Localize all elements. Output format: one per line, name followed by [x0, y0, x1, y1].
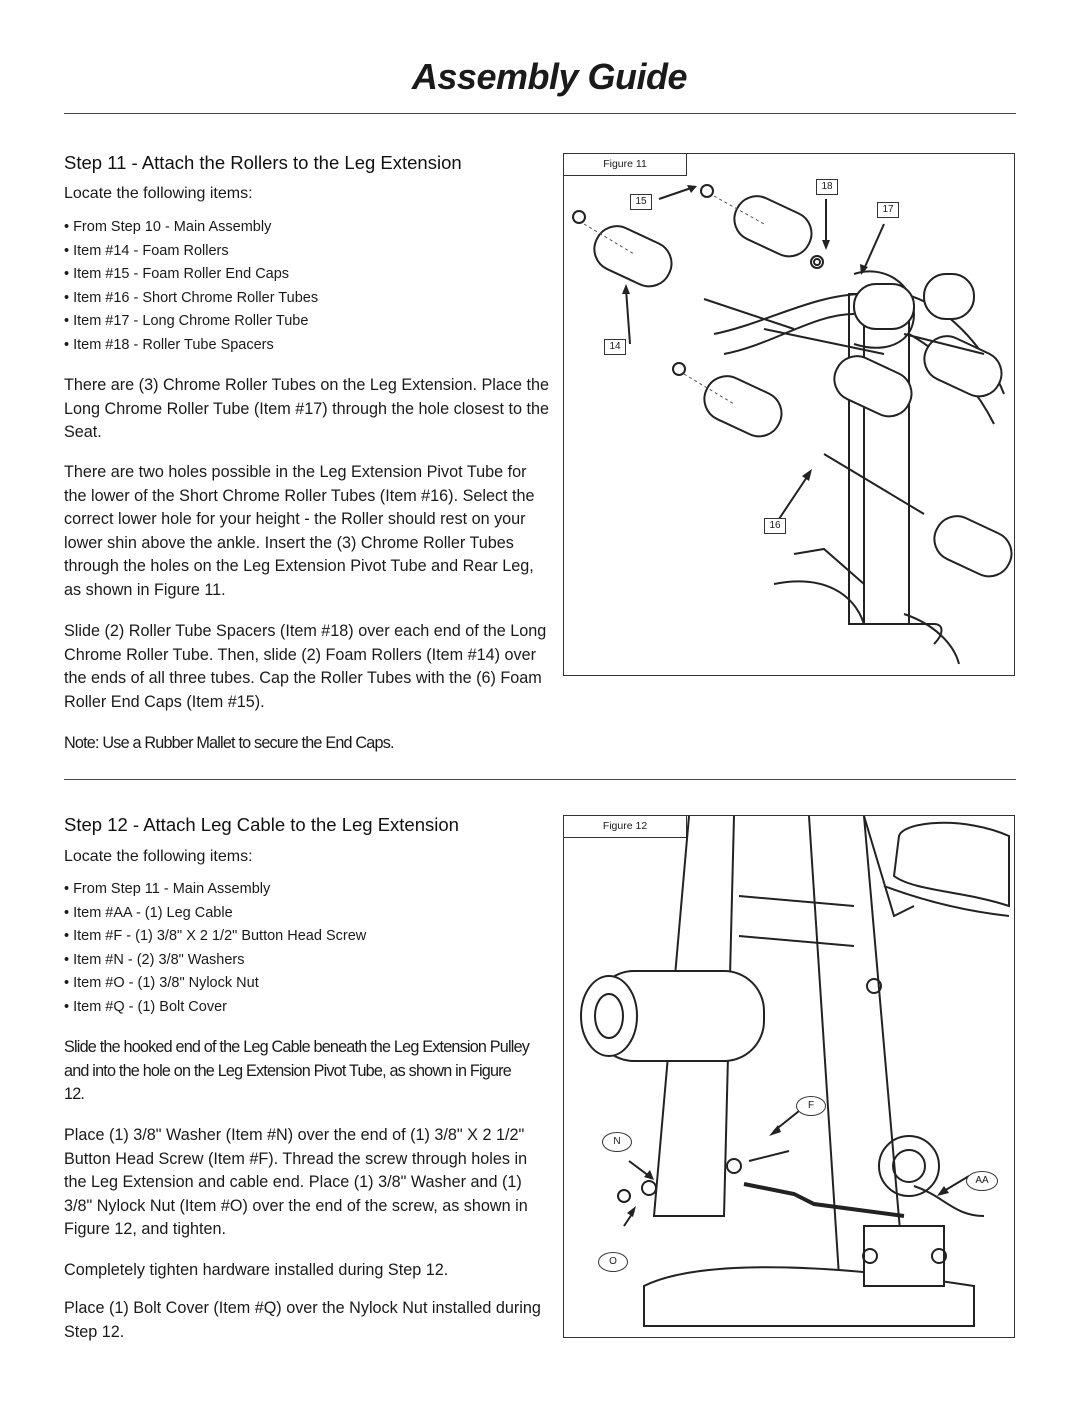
title-divider — [64, 113, 1016, 114]
list-item: Item #Q - (1) Bolt Cover — [64, 996, 366, 1020]
step-12-paragraph-4: Place (1) Bolt Cover (Item #Q) over the … — [64, 1299, 541, 1341]
figure-11-label: Figure 11 — [564, 154, 687, 176]
callout-o: O — [598, 1252, 628, 1272]
step-11-locate-label: Locate the following items: — [64, 185, 253, 202]
callout-16: 16 — [764, 518, 786, 534]
step-11-heading: Step 11 - Attach the Rollers to the Leg … — [64, 152, 462, 173]
step-12-locate-label: Locate the following items: — [64, 848, 253, 865]
step-12-item-list: From Step 11 - Main Assembly Item #AA - … — [64, 878, 366, 1020]
list-item: Item #15 - Foam Roller End Caps — [64, 263, 318, 287]
callout-aa: AA — [966, 1171, 998, 1191]
figure-11: Figure 11 — [563, 153, 1015, 676]
callout-n: N — [602, 1132, 632, 1152]
step-11-note: Note: Use a Rubber Mallet to secure the … — [64, 734, 395, 752]
step-11-item-list: From Step 10 - Main Assembly Item #14 - … — [64, 216, 318, 358]
list-item: Item #O - (1) 3/8" Nylock Nut — [64, 972, 366, 996]
list-item: Item #AA - (1) Leg Cable — [64, 902, 366, 926]
callout-17: 17 — [877, 202, 899, 218]
callout-f: F — [796, 1096, 826, 1116]
step-12-paragraph-2: Place (1) 3/8" Washer (Item #N) over the… — [64, 1126, 528, 1239]
step-11-paragraph-1: There are (3) Chrome Roller Tubes on the… — [64, 376, 549, 442]
figure-12-illustration — [580, 816, 1010, 1327]
step-12-heading: Step 12 - Attach Leg Cable to the Leg Ex… — [64, 814, 459, 835]
list-item: Item #N - (2) 3/8" Washers — [64, 949, 366, 973]
callout-15: 15 — [630, 194, 652, 210]
figure-12: Figure 12 — [563, 815, 1015, 1338]
step-12-paragraph-3: Completely tighten hardware installed du… — [64, 1261, 449, 1279]
callout-18: 18 — [816, 179, 838, 195]
step-11-paragraph-3: Slide (2) Roller Tube Spacers (Item #18)… — [64, 622, 547, 711]
list-item: Item #F - (1) 3/8" X 2 1/2" Button Head … — [64, 925, 366, 949]
figure-11-illustration — [572, 184, 1013, 665]
section-divider — [64, 779, 1016, 780]
callout-14: 14 — [604, 339, 626, 355]
list-item: Item #16 - Short Chrome Roller Tubes — [64, 287, 318, 311]
page-title: Assembly Guide — [411, 56, 688, 97]
list-item: Item #14 - Foam Rollers — [64, 240, 318, 264]
figure-12-label: Figure 12 — [564, 816, 687, 838]
list-item: From Step 10 - Main Assembly — [64, 216, 318, 240]
step-11-paragraph-2: There are two holes possible in the Leg … — [64, 463, 535, 599]
list-item: Item #18 - Roller Tube Spacers — [64, 334, 318, 358]
list-item: Item #17 - Long Chrome Roller Tube — [64, 310, 318, 334]
list-item: From Step 11 - Main Assembly — [64, 878, 366, 902]
step-12-paragraph-1: Slide the hooked end of the Leg Cable be… — [64, 1038, 530, 1104]
